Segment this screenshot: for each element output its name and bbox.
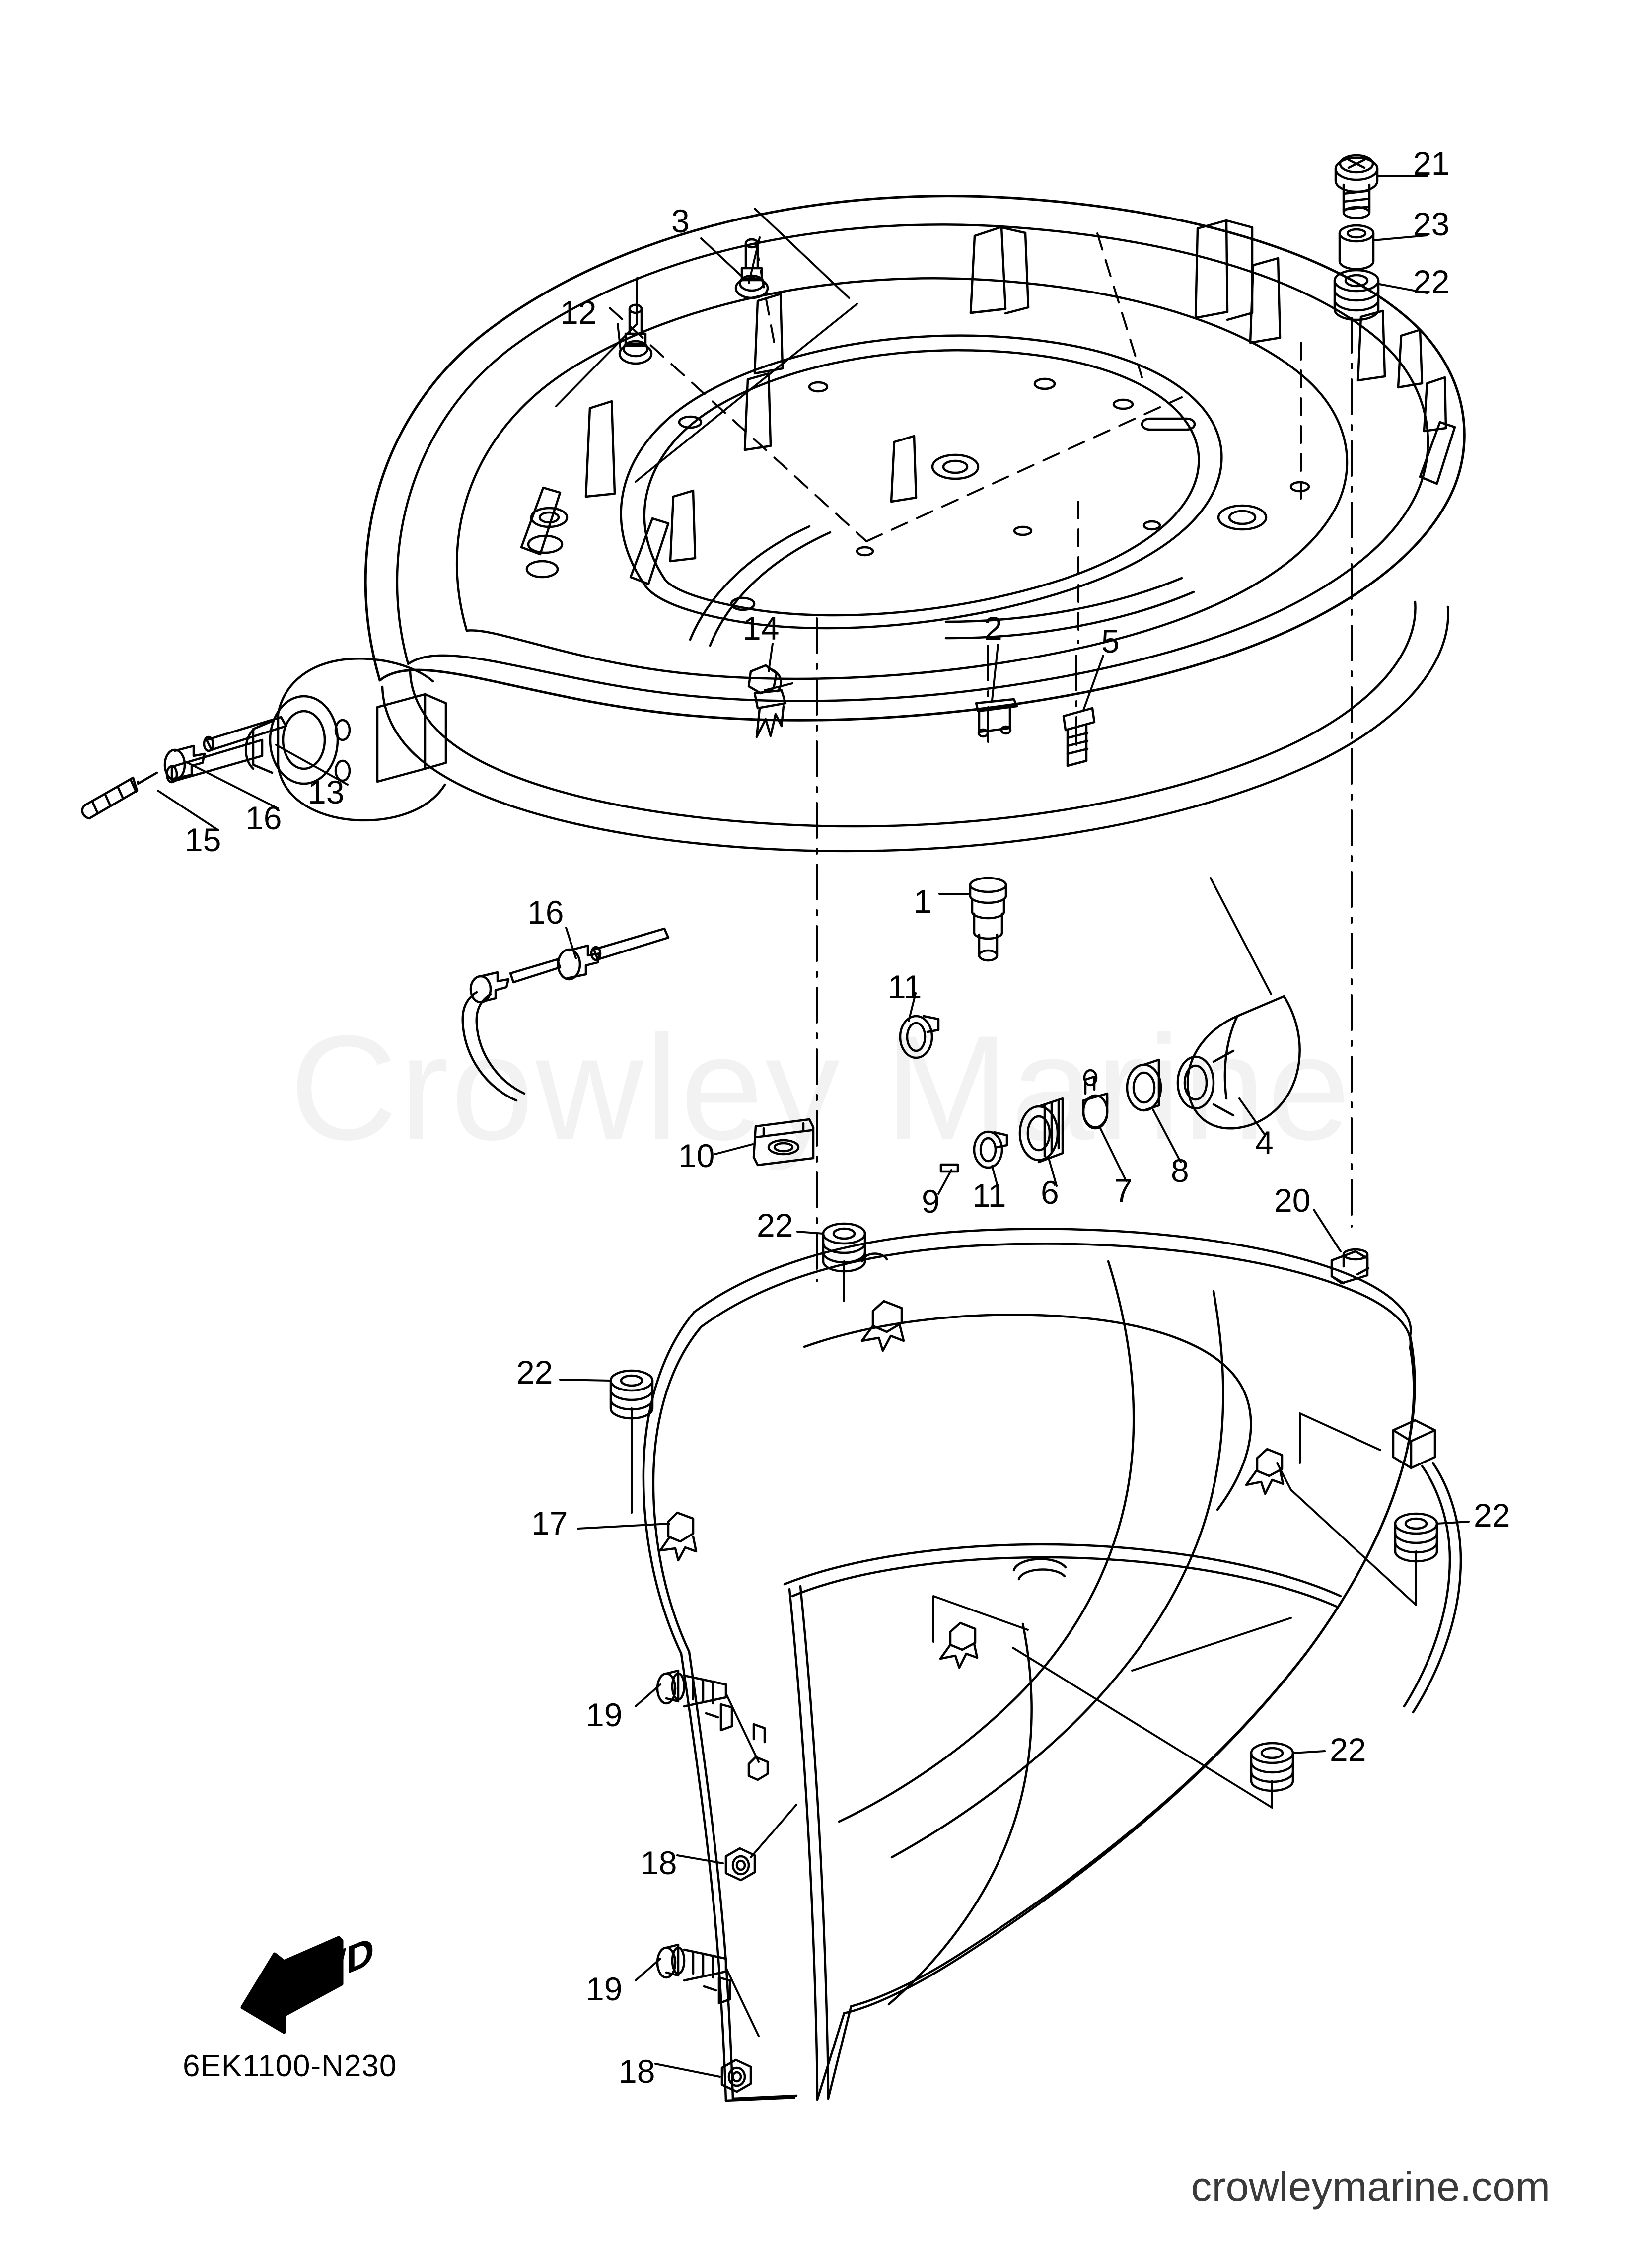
part-20-retainer [1330,1248,1370,1285]
callout-18-b[interactable]: 18 [619,2053,655,2090]
lower-cowling [642,1228,1462,2102]
callout-16-a[interactable]: 16 [245,800,282,836]
callout-19-b[interactable]: 19 [586,1971,623,2007]
callout-6[interactable]: 6 [1041,1174,1059,1211]
part-1-bushing [969,877,1007,962]
part-6-nut [1018,1097,1064,1164]
part-9-clip [939,1163,959,1173]
part-8-seal [1126,1058,1162,1112]
left-boss-cluster [525,507,569,579]
callout-22-a[interactable]: 22 [1413,263,1450,300]
cowling-holes [678,377,1310,611]
callout-22-e[interactable]: 22 [1330,1731,1366,1768]
cowling-bosses [520,219,1456,585]
callout-23[interactable]: 23 [1413,206,1450,242]
callout-22-c[interactable]: 22 [516,1354,553,1390]
callout-11-b[interactable]: 11 [972,1177,1006,1214]
callout-2[interactable]: 2 [984,610,1002,647]
callout-9[interactable]: 9 [922,1183,940,1220]
part-number-label: 6EK1100-N230 [183,2049,397,2083]
callout-21[interactable]: 21 [1413,145,1450,182]
callout-15[interactable]: 15 [185,821,221,858]
part-13-pin [203,716,287,752]
watermark-text: Crowley Marine [289,1004,1353,1171]
callout-10[interactable]: 10 [678,1137,715,1174]
callout-7[interactable]: 7 [1114,1172,1133,1209]
part-23-collar [1338,224,1375,271]
callout-13[interactable]: 13 [308,774,345,810]
callout-4[interactable]: 4 [1255,1124,1274,1161]
part-16-clip-a [163,744,206,781]
site-url-footer: crowleymarine.com [1191,2163,1550,2210]
part-21-screw [1334,154,1379,219]
part-5-screw [1062,707,1096,767]
left-mount-assembly [165,658,447,822]
part-4-cap [1176,995,1301,1130]
part-10-clamp [752,1118,815,1167]
upper-cowling-apron [364,195,1466,1282]
part-12-pin [618,303,653,365]
callout-16-b[interactable]: 16 [527,894,564,931]
part-19-bolt-a [656,1669,727,1708]
part-15-screw [81,771,158,820]
callout-14[interactable]: 14 [743,610,780,647]
callout-12[interactable]: 12 [560,294,597,331]
part-17-clip [659,1511,698,1562]
callout-20[interactable]: 20 [1274,1182,1311,1219]
part-7-grommet [1082,1069,1109,1130]
callout-22-d[interactable]: 22 [1474,1497,1510,1534]
callout-11-a[interactable]: 11 [888,968,922,1005]
callout-19-a[interactable]: 19 [586,1696,623,1733]
callout-1[interactable]: 1 [914,883,932,920]
part-22-grommet-a [1333,269,1380,321]
callout-17[interactable]: 17 [531,1505,568,1541]
leader-lines [157,175,1470,2078]
lower-cowl-clips [747,1300,1285,1781]
callout-5[interactable]: 5 [1101,623,1120,659]
part-18-nut-a [724,1847,756,1882]
callout-8[interactable]: 8 [1171,1152,1189,1189]
hose-run [461,958,562,1102]
part-2-plug [975,698,1018,738]
callout-22-b[interactable]: 22 [757,1207,793,1244]
part-19-bolt-b [656,1943,727,1982]
callout-18-a[interactable]: 18 [641,1844,677,1881]
part-11-ring-a [899,1015,940,1059]
part-11-ring-b [973,1130,1008,1169]
fwd-direction-marker: FWD [209,1902,382,2041]
callout-3[interactable]: 3 [671,203,690,239]
